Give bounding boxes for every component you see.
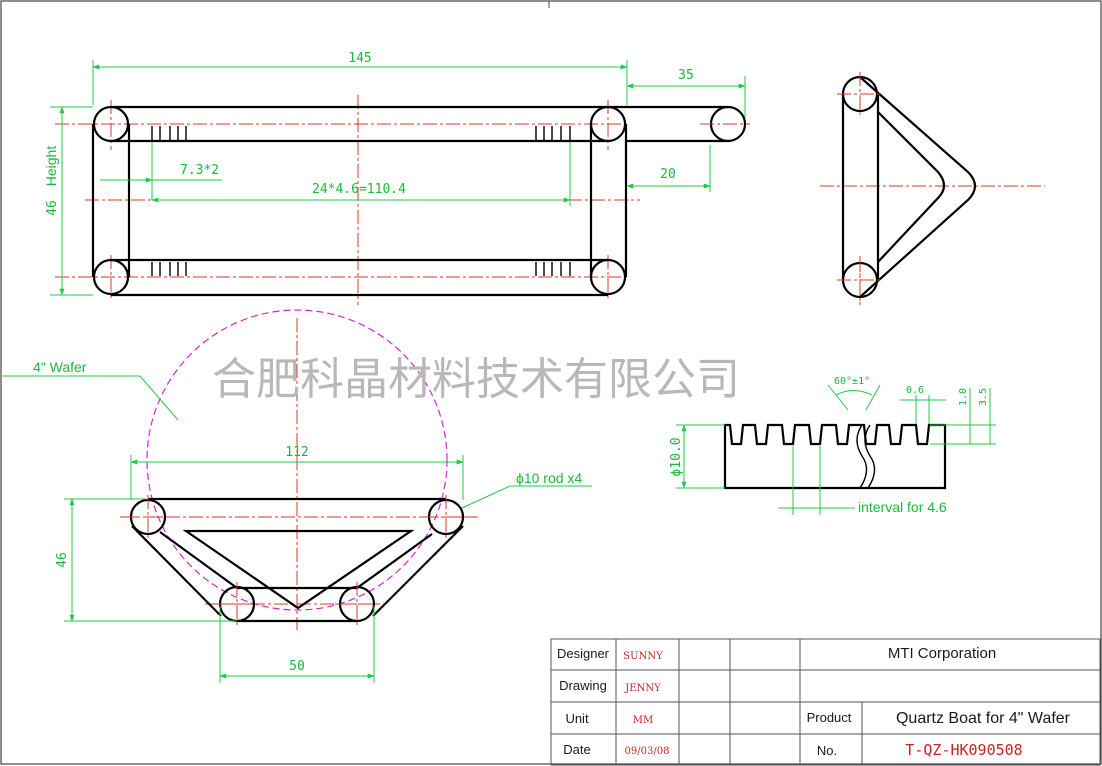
dimension-20: 20: [626, 145, 711, 192]
rod-end-circle: [92, 105, 130, 143]
slot-marks-top-right: [535, 126, 571, 140]
dimension-50: 50: [219, 606, 375, 683]
dimension-slot-depth: 1.0 3.5: [930, 388, 996, 445]
number-value: T-QZ-HK090508: [905, 741, 1022, 759]
boat-right-outer: [372, 525, 464, 617]
dim-height-label: Height: [43, 146, 59, 187]
wafer-label-callout: 4" Wafer: [2, 359, 179, 421]
designer-label: Designer: [557, 646, 610, 661]
title-block: Designer SUNNY Drawing JENNY Unit MM Dat…: [550, 638, 1101, 766]
dimension-slot-width: 0.6: [900, 385, 946, 424]
dim-slot-width-text: 0.6: [906, 385, 924, 396]
cross-rod-right: [589, 124, 628, 277]
dimension-112: 112: [130, 445, 464, 500]
dim-overall-text: 145: [348, 51, 371, 66]
rod-callout-text: ϕ10 rod x4: [516, 470, 582, 486]
dimension-height: 46 Height: [43, 106, 93, 296]
boat-left-inner: [159, 531, 238, 589]
corporation-name: MTI Corporation: [888, 645, 996, 662]
slotted-rod-profile: [723, 423, 947, 490]
rod-end-circle: [589, 105, 627, 143]
product-label: Product: [807, 710, 852, 725]
end-view: [820, 72, 1045, 305]
rod-callout: ϕ10 rod x4: [461, 470, 592, 509]
dim-slot-span-text: 24*4.6=110.4: [312, 182, 406, 197]
top-view: 145 35 20 46 Height 7.3*2: [43, 51, 750, 305]
company-watermark: 合肥科晶材料技术有限公司: [212, 354, 740, 405]
number-label: No.: [817, 743, 837, 758]
dim-rod-dia-text: ϕ10.0: [669, 437, 684, 476]
slot-detail: ϕ10.0 60°±1° 0.6 1.0 3.5: [669, 376, 996, 515]
interval-label: interval for 4.6: [858, 499, 947, 515]
dimension-slot-span: 24*4.6=110.4: [151, 142, 571, 206]
dimension-145: 145: [92, 51, 628, 105]
rod-end-circle: [589, 258, 627, 296]
long-rod-bottom: [111, 258, 608, 297]
dimension-46: 46: [55, 498, 237, 622]
slot-marks-bottom-right: [535, 262, 571, 276]
break-line: [864, 424, 876, 489]
dim-rod-offset-text: 20: [660, 167, 676, 182]
dim-extension-text: 35: [678, 68, 694, 83]
dim-depth-a-text: 1.0: [958, 388, 969, 406]
dim-width-text: 112: [285, 445, 308, 460]
dimension-slot-pitch: 7.3*2: [100, 142, 222, 200]
inner-frame-edge: [877, 111, 946, 263]
unit-label: Unit: [565, 711, 589, 726]
dimension-35: 35: [626, 68, 746, 118]
slot-marks-top-left: [151, 126, 187, 140]
wafer-view: 4" Wafer 112 46 50 ϕ10 rod x4: [2, 309, 592, 683]
dim-slot-pitch-text: 7.3*2: [180, 163, 219, 178]
break-line: [856, 424, 868, 489]
dimension-angle: 60°±1°: [827, 376, 881, 411]
designer-value: SUNNY: [623, 651, 663, 662]
date-label: Date: [563, 742, 590, 757]
boat-left-outer: [131, 525, 222, 617]
slot-marks-bottom-left: [151, 262, 187, 276]
rod-end-circle: [92, 258, 130, 296]
wafer-label: 4" Wafer: [33, 359, 87, 375]
cross-rod-left: [91, 124, 131, 277]
dim-height-value: 46: [45, 200, 60, 216]
drawing-label: Drawing: [559, 678, 607, 693]
date-value: 09/03/08: [625, 746, 670, 757]
dimension-rod-diameter: ϕ10.0: [669, 424, 725, 489]
long-rod-top: [111, 105, 728, 143]
dimension-interval: interval for 4.6: [778, 446, 947, 515]
outer-frame-edge: [859, 76, 977, 298]
boat-right-inner: [356, 533, 433, 589]
dim-height-text: 46: [55, 552, 70, 568]
dim-bottom-text: 50: [289, 659, 305, 674]
boat-inner-triangle: [182, 529, 415, 610]
drawing-value: JENNY: [624, 683, 661, 694]
product-value: Quartz Boat for 4" Wafer: [896, 710, 1071, 727]
dim-depth-b-text: 3.5: [978, 388, 989, 406]
dim-angle-text: 60°±1°: [834, 376, 870, 387]
unit-value: MM: [633, 715, 653, 726]
